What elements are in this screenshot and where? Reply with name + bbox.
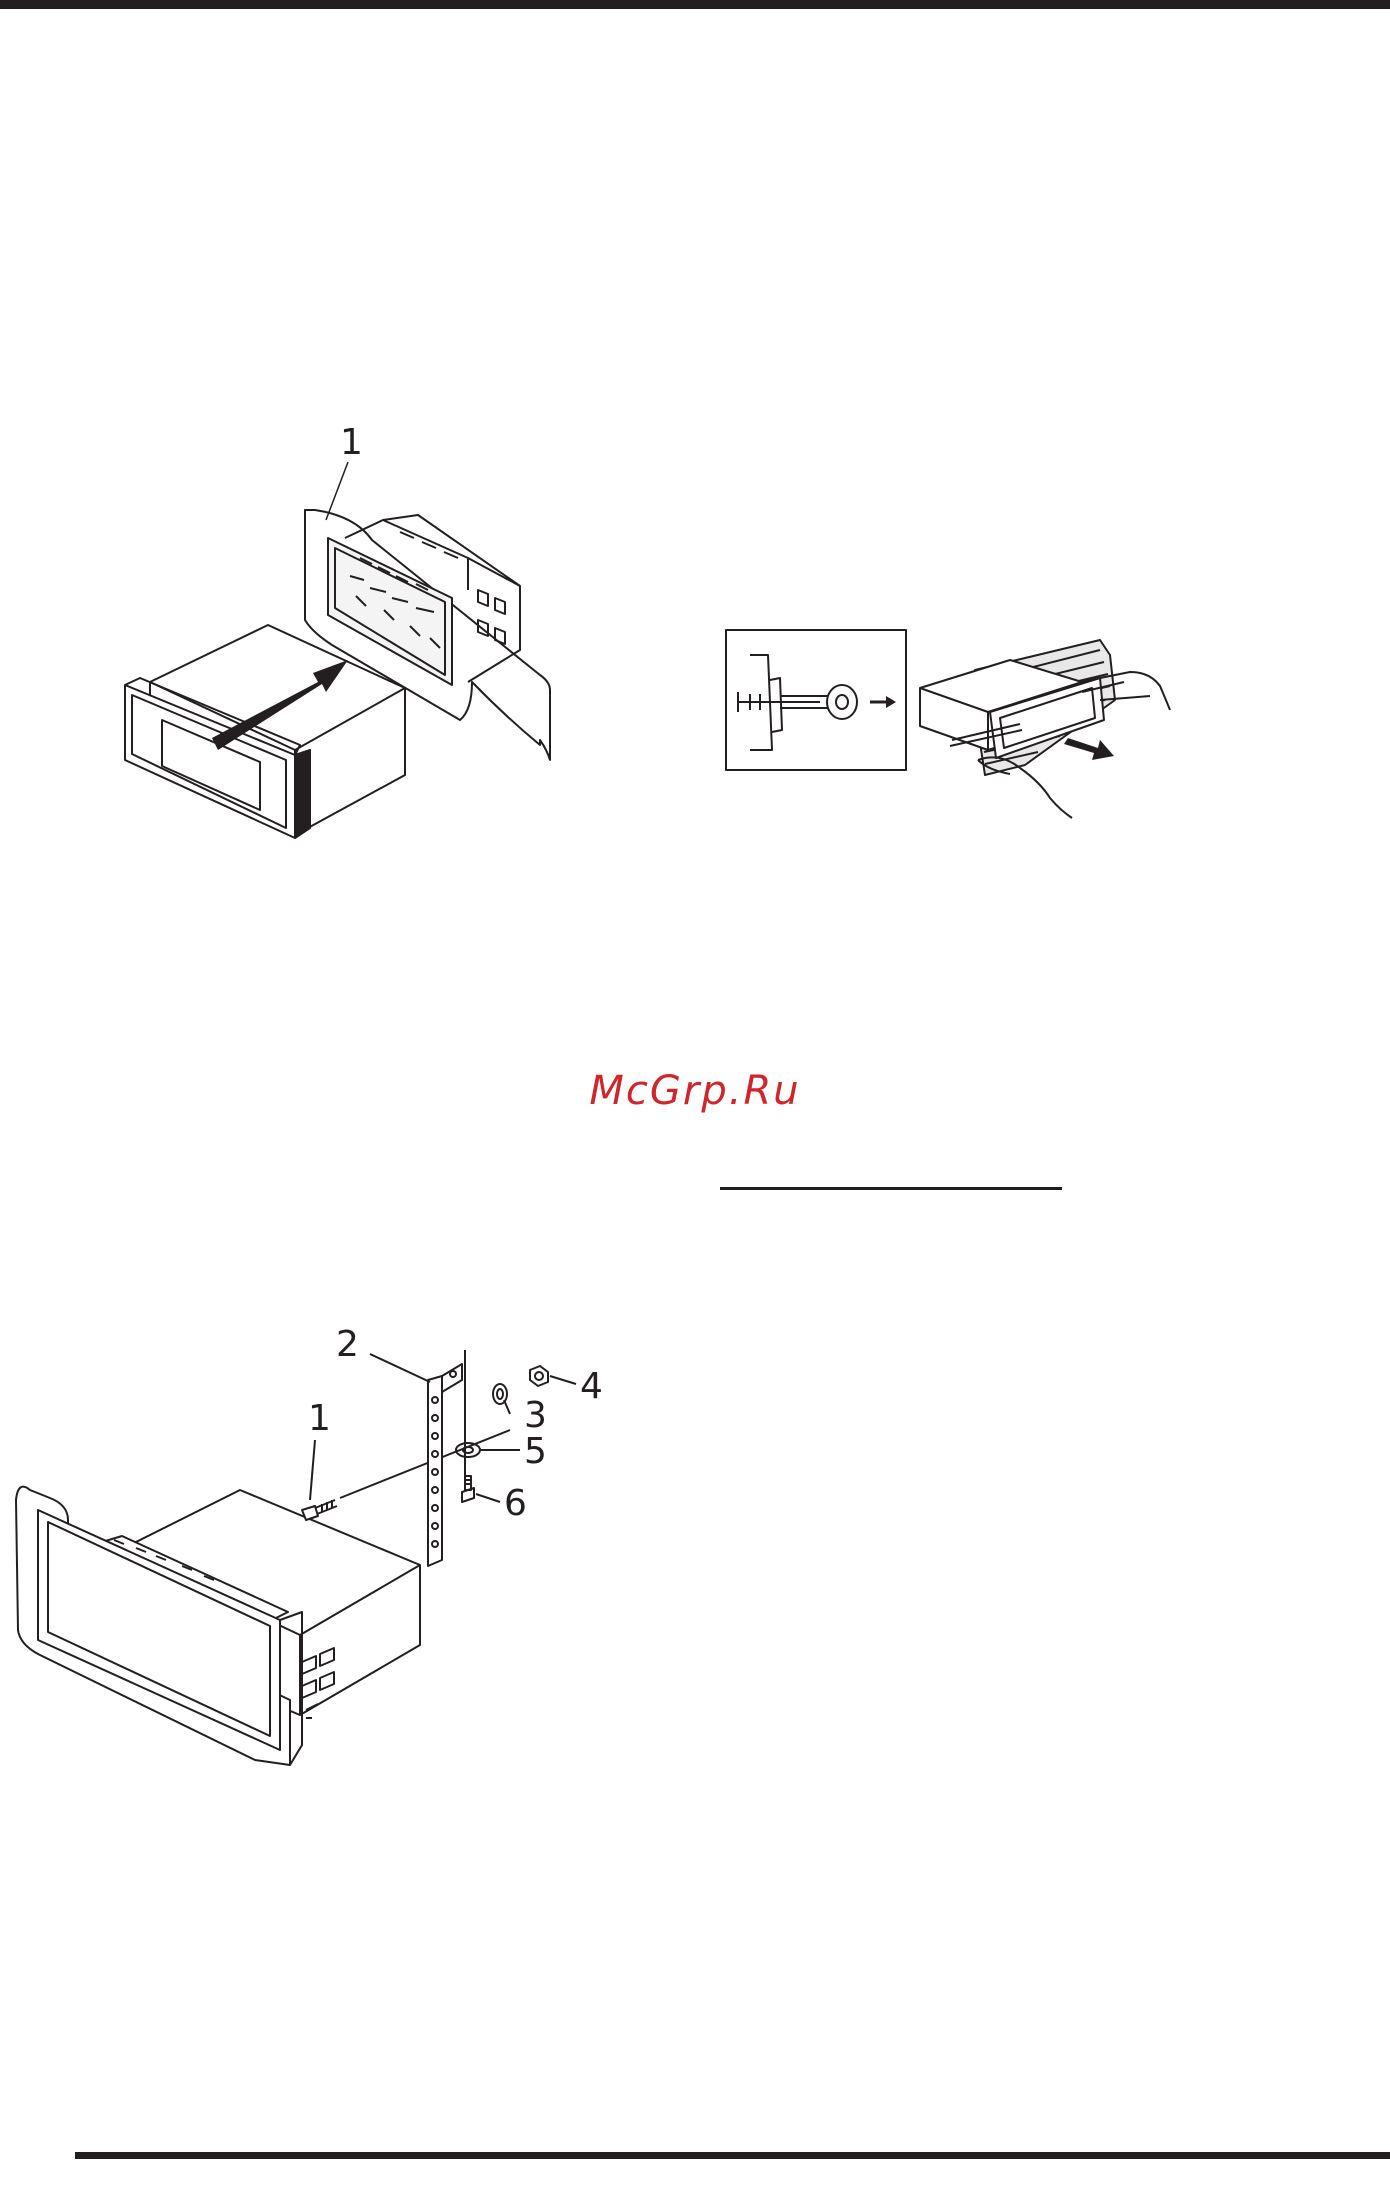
figure-remove-unit	[720, 620, 1190, 820]
callout-bolt-1: 1	[308, 1398, 331, 1439]
callout-washer-3: 3	[524, 1395, 547, 1436]
watermark-text: McGrp.Ru	[0, 1068, 1390, 1114]
pull-out-arrow-icon	[1064, 738, 1114, 760]
figure-insert-unit: 1	[100, 420, 620, 860]
callout-bracket-2: 2	[336, 1324, 359, 1365]
callout-screw-6: 6	[504, 1483, 527, 1524]
callout-washer-5: 5	[524, 1431, 547, 1472]
top-page-rule	[0, 0, 1390, 9]
bottom-page-rule	[75, 2152, 1390, 2159]
callout-1: 1	[340, 422, 363, 463]
section-underline	[720, 1187, 1062, 1190]
figure-bracket-mounting: 1 2 3 4 5 6	[10, 1340, 610, 1770]
callout-nut-4: 4	[580, 1366, 603, 1407]
